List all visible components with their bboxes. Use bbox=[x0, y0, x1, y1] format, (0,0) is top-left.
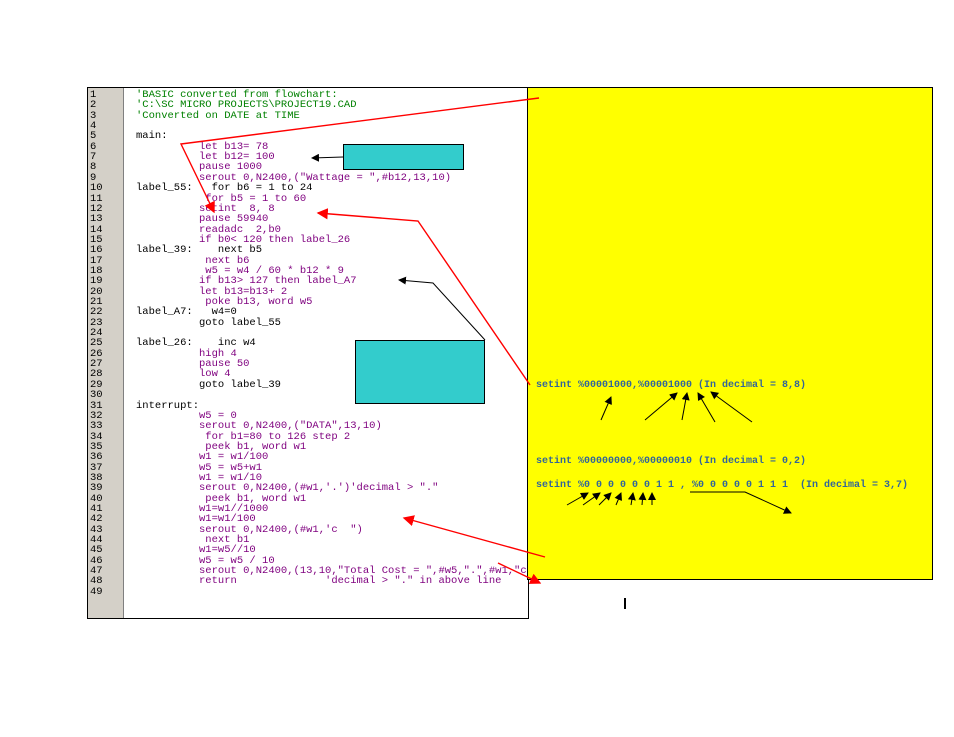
line-number: 33 bbox=[90, 420, 103, 433]
line-number: 49 bbox=[90, 585, 103, 598]
code-line[interactable]: 'BASIC converted from flowchart: bbox=[136, 89, 338, 101]
code-line[interactable]: high 4 bbox=[136, 347, 237, 360]
line-number: 37 bbox=[90, 461, 103, 474]
code-line[interactable]: serout 0,N2400,(#w1,'c ") bbox=[136, 523, 363, 536]
line-number: 20 bbox=[90, 285, 103, 298]
setint-note-1: setint %00001000,%00001000 (In decimal =… bbox=[536, 380, 807, 391]
line-number: 23 bbox=[90, 316, 103, 329]
code-line[interactable]: w1=w1//1000 bbox=[136, 503, 269, 515]
code-line[interactable]: label_26: inc w4 bbox=[136, 337, 256, 350]
code-line[interactable]: serout 0,N2400,(#w1,'.')'decimal > "." bbox=[136, 482, 439, 495]
line-number: 48 bbox=[90, 575, 103, 588]
line-number: 9 bbox=[90, 171, 97, 184]
line-number: 12 bbox=[90, 202, 103, 215]
setint-note-3: setint %0 0 0 0 0 0 1 1 , %0 0 0 0 0 1 1… bbox=[536, 480, 909, 491]
code-line[interactable]: next b1 bbox=[136, 534, 250, 547]
line-number: 16 bbox=[90, 244, 103, 257]
code-line[interactable]: return 'decimal > "." in above line bbox=[136, 575, 502, 588]
line-number: 17 bbox=[90, 254, 103, 267]
line-number: 8 bbox=[90, 161, 97, 174]
line-number: 2 bbox=[90, 99, 97, 112]
code-line[interactable]: label_39: next b5 bbox=[136, 244, 263, 257]
line-number: 44 bbox=[90, 534, 103, 547]
code-line[interactable]: w5 = w5 / 10 bbox=[136, 554, 275, 567]
setint-note-2: setint %00000000,%00000010 (In decimal =… bbox=[536, 456, 807, 467]
code-line[interactable]: let b13=b13+ 2 bbox=[136, 285, 288, 298]
line-number: 1 bbox=[90, 89, 97, 101]
line-number: 5 bbox=[90, 130, 97, 143]
line-number: 38 bbox=[90, 471, 103, 484]
code-line[interactable]: w5 = 0 bbox=[136, 409, 237, 422]
line-number: 18 bbox=[90, 264, 103, 277]
code-line[interactable]: label_55: for b6 = 1 to 24 bbox=[136, 182, 313, 195]
line-number: 24 bbox=[90, 327, 103, 340]
code-line[interactable]: readadc 2,b0 bbox=[136, 223, 281, 236]
line-number: 7 bbox=[90, 151, 97, 164]
code-line[interactable]: goto label_55 bbox=[136, 316, 281, 329]
line-number: 35 bbox=[90, 440, 103, 453]
line-number: 21 bbox=[90, 296, 103, 308]
line-number: 6 bbox=[90, 140, 97, 153]
code-line[interactable]: poke b13, word w5 bbox=[136, 296, 313, 308]
code-line[interactable]: serout 0,N2400,("DATA",13,10) bbox=[136, 420, 382, 433]
line-number: 26 bbox=[90, 347, 103, 360]
line-number: 25 bbox=[90, 337, 103, 350]
line-number: 43 bbox=[90, 523, 103, 536]
code-line[interactable]: main: bbox=[136, 130, 168, 143]
code-line[interactable]: w1 = w1/10 bbox=[136, 471, 263, 484]
line-number: 11 bbox=[90, 192, 103, 205]
line-number: 34 bbox=[90, 430, 103, 443]
line-number: 47 bbox=[90, 565, 103, 578]
line-number: 40 bbox=[90, 492, 103, 505]
code-line[interactable]: interrupt: bbox=[136, 399, 200, 412]
code-line[interactable]: for b1=80 to 126 step 2 bbox=[136, 430, 351, 443]
code-line[interactable]: peek b1, word w1 bbox=[136, 440, 307, 453]
callout-box-top bbox=[343, 144, 464, 170]
line-number: 46 bbox=[90, 554, 103, 567]
code-line[interactable]: peek b1, word w1 bbox=[136, 492, 307, 505]
line-number: 19 bbox=[90, 275, 103, 288]
code-line[interactable]: pause 50 bbox=[136, 358, 250, 371]
line-number: 36 bbox=[90, 451, 103, 464]
callout-box-middle bbox=[355, 340, 485, 404]
code-line[interactable]: w5 = w5+w1 bbox=[136, 461, 263, 474]
line-number: 41 bbox=[90, 503, 103, 515]
line-number: 13 bbox=[90, 213, 103, 226]
code-line[interactable]: goto label_39 bbox=[136, 378, 281, 391]
line-number: 42 bbox=[90, 513, 103, 526]
note-panel: setint %00001000,%00001000 (In decimal =… bbox=[527, 87, 933, 580]
line-number: 39 bbox=[90, 482, 103, 495]
code-line[interactable]: low 4 bbox=[136, 368, 231, 381]
line-number: 29 bbox=[90, 378, 103, 391]
line-number: 30 bbox=[90, 389, 103, 402]
code-line[interactable]: serout 0,N2400,(13,10,"Total Cost = ",#w… bbox=[199, 565, 528, 578]
line-number: 27 bbox=[90, 358, 103, 371]
text-cursor bbox=[624, 598, 626, 609]
line-number: 15 bbox=[90, 233, 103, 246]
code-line[interactable]: w1=w5//10 bbox=[136, 544, 256, 557]
line-number: 14 bbox=[90, 223, 103, 236]
code-line[interactable]: w1=w1/100 bbox=[136, 513, 256, 526]
code-line[interactable]: pause 59940 bbox=[136, 213, 269, 226]
line-number: 32 bbox=[90, 409, 103, 422]
line-number: 28 bbox=[90, 368, 103, 381]
line-number: 45 bbox=[90, 544, 103, 557]
line-number: 3 bbox=[90, 109, 97, 122]
code-line[interactable]: 'Converted on DATE at TIME bbox=[136, 109, 300, 122]
line-number: 22 bbox=[90, 306, 103, 319]
code-line[interactable]: label_A7: w4=0 bbox=[136, 306, 237, 319]
line-number: 31 bbox=[90, 399, 103, 412]
line-number: 4 bbox=[90, 120, 97, 133]
line-number: 10 bbox=[90, 182, 103, 195]
code-line[interactable]: next b6 bbox=[136, 254, 250, 267]
code-line[interactable]: w1 = w1/100 bbox=[136, 451, 269, 464]
